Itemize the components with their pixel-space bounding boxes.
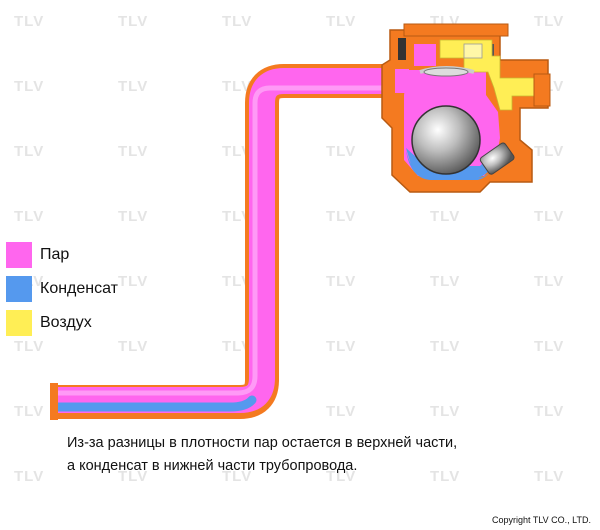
- watermark-text: TLV: [14, 338, 44, 355]
- watermark-text: TLV: [222, 273, 252, 290]
- watermark-text: TLV: [534, 208, 564, 225]
- watermark-text: TLV: [326, 403, 356, 420]
- watermark-text: TLV: [534, 13, 564, 30]
- watermark-text: TLV: [430, 468, 460, 485]
- trap-cover: [403, 23, 509, 37]
- watermark-text: TLV: [326, 273, 356, 290]
- watermark-text: TLV: [326, 208, 356, 225]
- air-vent-element: [463, 43, 483, 59]
- watermark-text: TLV: [118, 468, 148, 485]
- legend-swatch-condensate: [6, 276, 32, 302]
- watermark-text: TLV: [534, 338, 564, 355]
- watermark-text: TLV: [430, 273, 460, 290]
- trap-outlet: [533, 73, 551, 107]
- caption-line-1: Из-за разницы в плотности пар остается в…: [67, 435, 458, 451]
- legend-item-air: Воздух: [6, 306, 118, 340]
- watermark-text: TLV: [430, 403, 460, 420]
- watermark-text: TLV: [118, 338, 148, 355]
- legend-label-condensate: Конденсат: [40, 280, 118, 297]
- legend-item-steam: Пар: [6, 238, 118, 272]
- watermark-text: TLV: [534, 143, 564, 160]
- watermark-text: TLV: [14, 78, 44, 95]
- pipe-highlight: [56, 85, 415, 396]
- valve-seat: [423, 67, 469, 77]
- caption-line-2: а конденсат в нижней части трубопровода.: [67, 458, 358, 474]
- pipe-condensate: [51, 395, 257, 412]
- watermark-text: TLV: [222, 208, 252, 225]
- steam-trap: [381, 23, 551, 193]
- watermark-text: TLV: [326, 143, 356, 160]
- watermark-text: TLV: [118, 208, 148, 225]
- legend-label-steam: Пар: [40, 246, 70, 263]
- float-ball: [411, 105, 481, 175]
- watermark-text: TLV: [430, 338, 460, 355]
- watermark-layer: TLV TLV TLV TLV TLV TLV TLV TLV TLV TLV TLV TLV TLV T…: [14, 13, 564, 485]
- watermark-text: TLV: [222, 78, 252, 95]
- watermark-text: TLV: [534, 468, 564, 485]
- trap-steam-upper: [414, 44, 436, 66]
- watermark-text: TLV: [534, 403, 564, 420]
- watermark-text: TLV: [118, 273, 148, 290]
- watermark-text: TLV: [222, 468, 252, 485]
- watermark-text: TLV: [14, 143, 44, 160]
- legend-label-air: Воздух: [40, 314, 92, 331]
- watermark-text: TLV: [326, 13, 356, 30]
- watermark-text: TLV: [430, 208, 460, 225]
- watermark-text: TLV: [118, 13, 148, 30]
- legend: Пар Конденсат Воздух: [6, 238, 118, 340]
- watermark-text: TLV: [14, 13, 44, 30]
- watermark-text: TLV: [326, 468, 356, 485]
- trap-inlet-steam: [395, 69, 409, 93]
- legend-swatch-air: [6, 310, 32, 336]
- drain-plug: [479, 142, 515, 175]
- trap-condensate-pool: [406, 148, 498, 180]
- watermark-text: TLV: [14, 403, 44, 420]
- watermark-text: TLV: [222, 143, 252, 160]
- watermark-text: TLV: [222, 338, 252, 355]
- watermark-text: TLV: [118, 78, 148, 95]
- legend-item-condensate: Конденсат: [6, 272, 118, 306]
- watermark-text: TLV: [534, 273, 564, 290]
- watermark-text: TLV: [326, 338, 356, 355]
- legend-swatch-steam: [6, 242, 32, 268]
- watermark-text: TLV: [14, 208, 44, 225]
- copyright-notice: Copyright TLV CO., LTD.: [491, 515, 591, 525]
- cover-bolt-left: [398, 38, 406, 60]
- watermark-text: TLV: [14, 468, 44, 485]
- caption: Из-за разницы в плотности пар остается в…: [67, 432, 567, 478]
- watermark-text: TLV: [222, 13, 252, 30]
- pipe-inlet-end: [50, 383, 58, 420]
- watermark-text: TLV: [118, 143, 148, 160]
